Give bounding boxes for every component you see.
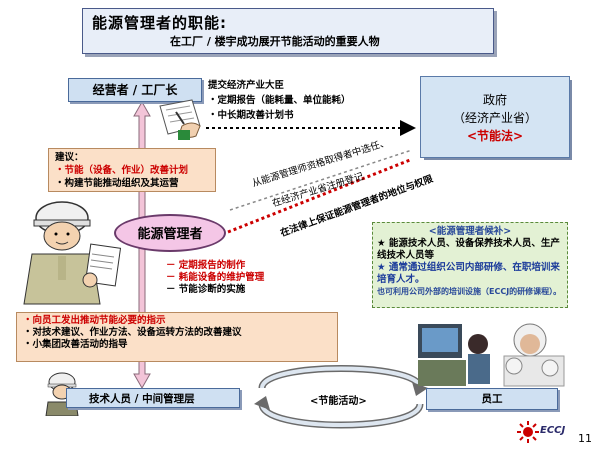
- candidate-item: 也可利用公司外部的培训设施（ECCJ的研修课程）。: [377, 287, 562, 296]
- page-number: 11: [578, 432, 592, 445]
- activity-label: <节能活动>: [310, 396, 367, 407]
- authority-dotted-line: [227, 158, 411, 234]
- employee-box: 员工: [426, 388, 558, 410]
- eccj-logo-icon: [517, 421, 539, 443]
- suggestion-box: 建议： ・节能（设备、作业）改善计划 ・构建节能推动组织及其运营: [48, 148, 216, 192]
- manager-box: 经营者 / 工厂长: [68, 78, 202, 102]
- energy-law-label: <节能法>: [466, 129, 524, 143]
- duty-item: － 节能诊断的实施: [166, 284, 246, 295]
- page-subtitle: 在工厂 / 楼宇成功展开节能活动的重要人物: [170, 35, 380, 48]
- government-label: 政府: [482, 93, 507, 107]
- instruction-item: ・向员工发出推动节能必要的指示: [23, 315, 166, 326]
- candidate-note: <能源管理者候补> ★ 能源技术人员、设备保养技术人员、生产线技术人员等 ★ 通…: [372, 222, 568, 308]
- government-box: 政府 （经济产业省） <节能法>: [420, 76, 570, 158]
- eccj-logo-text: ECCJ: [540, 425, 566, 436]
- cycle-arrows: [254, 365, 428, 429]
- registration-dotted-line: [229, 149, 413, 211]
- page-title: 能源管理者的职能:: [92, 14, 227, 32]
- instruction-item: ・小集团改善活动的指导: [23, 339, 128, 350]
- report-info: 提交经济产业大臣 ・定期报告（能耗量、单位能耗） ・中长期改善计划书: [208, 78, 351, 123]
- duty-item: － 定期报告的制作: [166, 260, 246, 271]
- report-heading: 提交经济产业大臣: [208, 80, 285, 91]
- suggestion-item: ・节能（设备、作业）改善计划: [55, 165, 189, 176]
- employees-photo-icon: [418, 323, 565, 387]
- government-ministry: （经济产业省）: [452, 111, 537, 125]
- suggestion-heading: 建议：: [55, 152, 84, 163]
- title-box: [82, 8, 494, 54]
- suggestion-item: ・构建节能推动组织及其运营: [55, 178, 179, 189]
- duty-item: － 耗能设备的维护管理: [166, 272, 265, 283]
- signing-hand-icon: [159, 99, 201, 140]
- candidate-item: ★ 能源技术人员、设备保养技术人员、生产线技术人员等: [377, 238, 560, 261]
- report-item: ・定期报告（能耗量、单位能耗）: [208, 95, 351, 106]
- duties-list: － 定期报告的制作 － 耗能设备的维护管理 － 节能诊断的实施: [166, 260, 264, 296]
- worker-mascot-icon: [23, 201, 122, 305]
- instruction-item: ・对技术建议、作业方法、设备运转方法的改善建议: [23, 327, 242, 338]
- candidate-heading: <能源管理者候补>: [428, 226, 512, 237]
- report-item: ・中长期改善计划书: [208, 110, 294, 121]
- instruction-box: ・向员工发出推动节能必要的指示 ・对技术建议、作业方法、设备运转方法的改善建议 …: [16, 312, 338, 362]
- tech-staff-box: 技术人员 / 中间管理层: [66, 388, 240, 408]
- energy-manager-ellipse: 能源管理者: [114, 214, 226, 252]
- candidate-item: ★ 通常通过组织公司内部研修、在职培训来培育人才。: [377, 262, 560, 285]
